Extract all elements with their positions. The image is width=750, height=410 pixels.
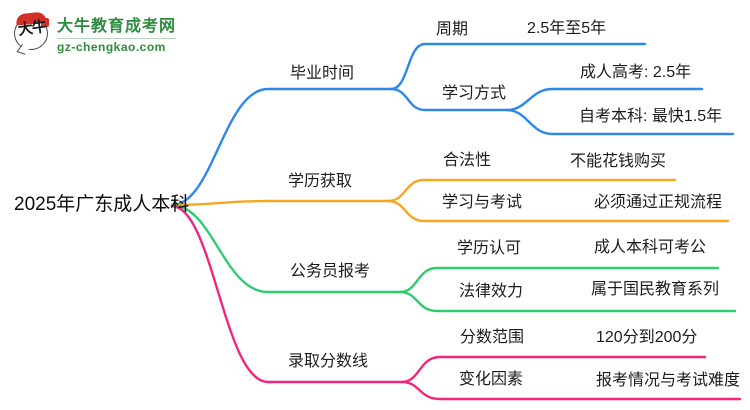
node-score-range-label[interactable]: 分数范围 — [460, 329, 525, 346]
branch-civil-service[interactable]: 公务员报考 — [290, 263, 371, 280]
node-study-exam-label[interactable]: 学习与考试 — [442, 194, 523, 211]
wire-zikao-duration — [505, 108, 735, 136]
root-node[interactable]: 2025年广东成人本科 — [14, 194, 190, 215]
logo-url: gz-chengkao.com — [57, 40, 166, 54]
logo-speech-tail — [16, 44, 31, 55]
wire-admission-score — [170, 204, 404, 384]
wire-chengkao-duration — [505, 87, 704, 112]
node-change-factor-label[interactable]: 变化因素 — [459, 371, 524, 388]
wire-degree-acquisition — [170, 199, 390, 207]
branch-graduation-time[interactable]: 毕业时间 — [290, 65, 355, 82]
node-degree-recognition-label[interactable]: 学历认可 — [457, 240, 522, 257]
daniu-logo-mark-icon: 大牛 — [13, 11, 51, 55]
node-legal-effect-value[interactable]: 属于国民教育系列 — [591, 281, 720, 298]
node-legality-value[interactable]: 不能花钱购买 — [570, 153, 667, 170]
wire-degree-recognition — [398, 266, 720, 294]
wire-graduation-time — [170, 87, 393, 207]
node-chengkao-duration-value[interactable]: 成人高考: 2.5年 — [580, 64, 692, 81]
logo-text-block: 大牛教育成考网 gz-chengkao.com — [57, 12, 177, 54]
wire-legality — [386, 178, 677, 203]
branch-admission-score[interactable]: 录取分数线 — [288, 353, 369, 370]
node-score-range-value[interactable]: 120分到200分 — [596, 329, 698, 346]
node-change-factor-value[interactable]: 报考情况与考试难度 — [596, 372, 741, 389]
branch-degree-acquisition[interactable]: 学历获取 — [288, 173, 353, 190]
logo-title: 大牛教育成考网 — [57, 18, 177, 35]
node-legal-effect-label[interactable]: 法律效力 — [459, 283, 524, 300]
logo-divider — [57, 38, 177, 39]
wire-change-factor — [400, 380, 742, 401]
wire-civil-service — [170, 203, 402, 294]
node-zikao-duration-value[interactable]: 自考本科: 最快1.5年 — [579, 108, 723, 125]
wire-score-range — [400, 355, 707, 384]
wire-study-exam — [386, 199, 730, 223]
node-cycle-value[interactable]: 2.5年至5年 — [527, 20, 607, 37]
wire-study-mode — [389, 87, 509, 112]
logo-glyph: 大牛 — [16, 17, 48, 39]
node-degree-recognition-value[interactable]: 成人本科可考公 — [594, 239, 707, 256]
node-legality-label[interactable]: 合法性 — [443, 152, 492, 169]
logo-red-seal — [41, 18, 49, 27]
node-cycle-label[interactable]: 周期 — [436, 21, 469, 38]
node-study-mode-label[interactable]: 学习方式 — [442, 85, 507, 102]
wire-cycle — [389, 42, 647, 91]
node-study-exam-value[interactable]: 必须通过正规流程 — [594, 194, 723, 211]
wire-legal-effect — [398, 290, 737, 313]
site-logo[interactable]: 大牛 大牛教育成考网 gz-chengkao.com — [13, 11, 177, 55]
